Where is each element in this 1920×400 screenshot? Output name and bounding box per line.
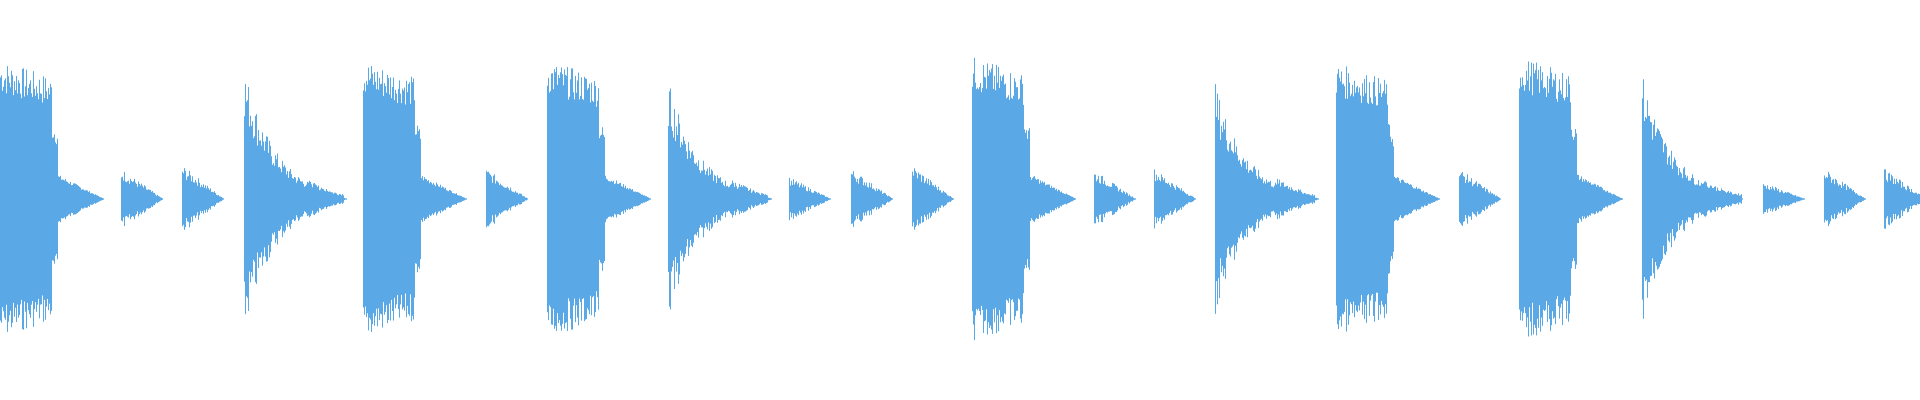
waveform-peaks bbox=[0, 57, 1920, 341]
waveform-path bbox=[0, 57, 1920, 341]
